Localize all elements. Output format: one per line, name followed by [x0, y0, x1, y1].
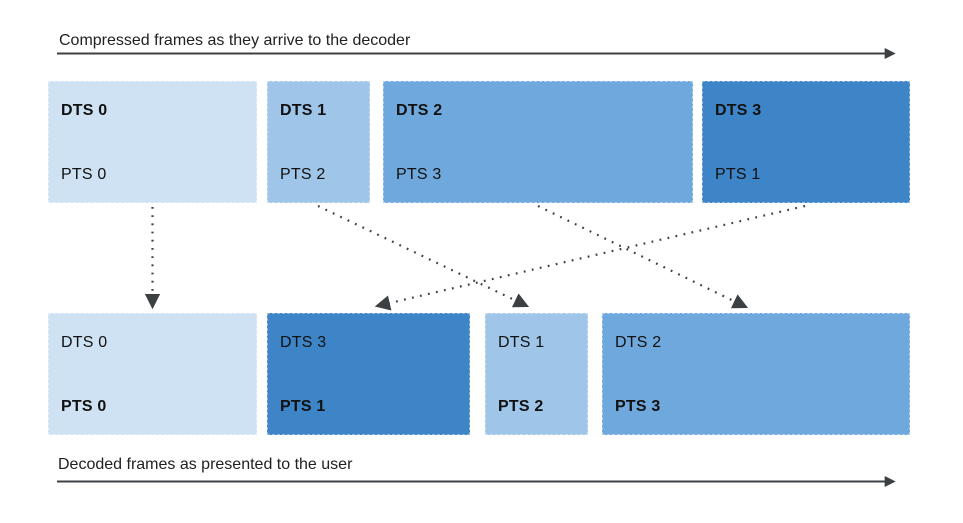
compressed-frame-dts3: DTS 3 PTS 1 — [702, 81, 910, 203]
decoded-frame-dts3: DTS 3 PTS 1 — [267, 313, 470, 435]
decode-flow-arrow-dts2 — [537, 205, 749, 309]
pts-label: PTS 3 — [615, 398, 661, 415]
decoded-frame-dts2: DTS 2 PTS 3 — [602, 313, 910, 435]
dts-label: DTS 3 — [715, 102, 762, 119]
pts-label: PTS 2 — [280, 166, 326, 183]
dts-label: DTS 0 — [61, 102, 108, 119]
dts-label: DTS 3 — [280, 334, 327, 351]
pts-label: PTS 3 — [396, 166, 442, 183]
compressed-frame-dts1: DTS 1 PTS 2 — [267, 81, 370, 203]
decoded-frames-timeline-label: Decoded frames as presented to the user — [58, 456, 353, 473]
pts-label: PTS 2 — [498, 398, 544, 415]
decoded-frame-dts0: DTS 0 PTS 0 — [48, 313, 257, 435]
compressed-frame-dts2: DTS 2 PTS 3 — [383, 81, 693, 203]
pts-label: PTS 0 — [61, 166, 107, 183]
dts-label: DTS 0 — [61, 334, 108, 351]
dts-label: DTS 2 — [615, 334, 662, 351]
pts-label: PTS 1 — [280, 398, 326, 415]
decoded-frame-dts1: DTS 1 PTS 2 — [485, 313, 588, 435]
compressed-frame-dts0: DTS 0 PTS 0 — [48, 81, 257, 203]
compressed-frames-timeline-label: Compressed frames as they arrive to the … — [59, 32, 411, 49]
pts-label: PTS 0 — [61, 398, 107, 415]
decode-flow-arrow-dts3 — [374, 204, 806, 311]
dts-label: DTS 2 — [396, 102, 443, 119]
decode-flow-arrow-dts1 — [317, 205, 530, 308]
dts-label: DTS 1 — [498, 334, 545, 351]
pts-label: PTS 1 — [715, 166, 761, 183]
dts-label: DTS 1 — [280, 102, 327, 119]
decode-order-arrows — [144, 204, 806, 311]
